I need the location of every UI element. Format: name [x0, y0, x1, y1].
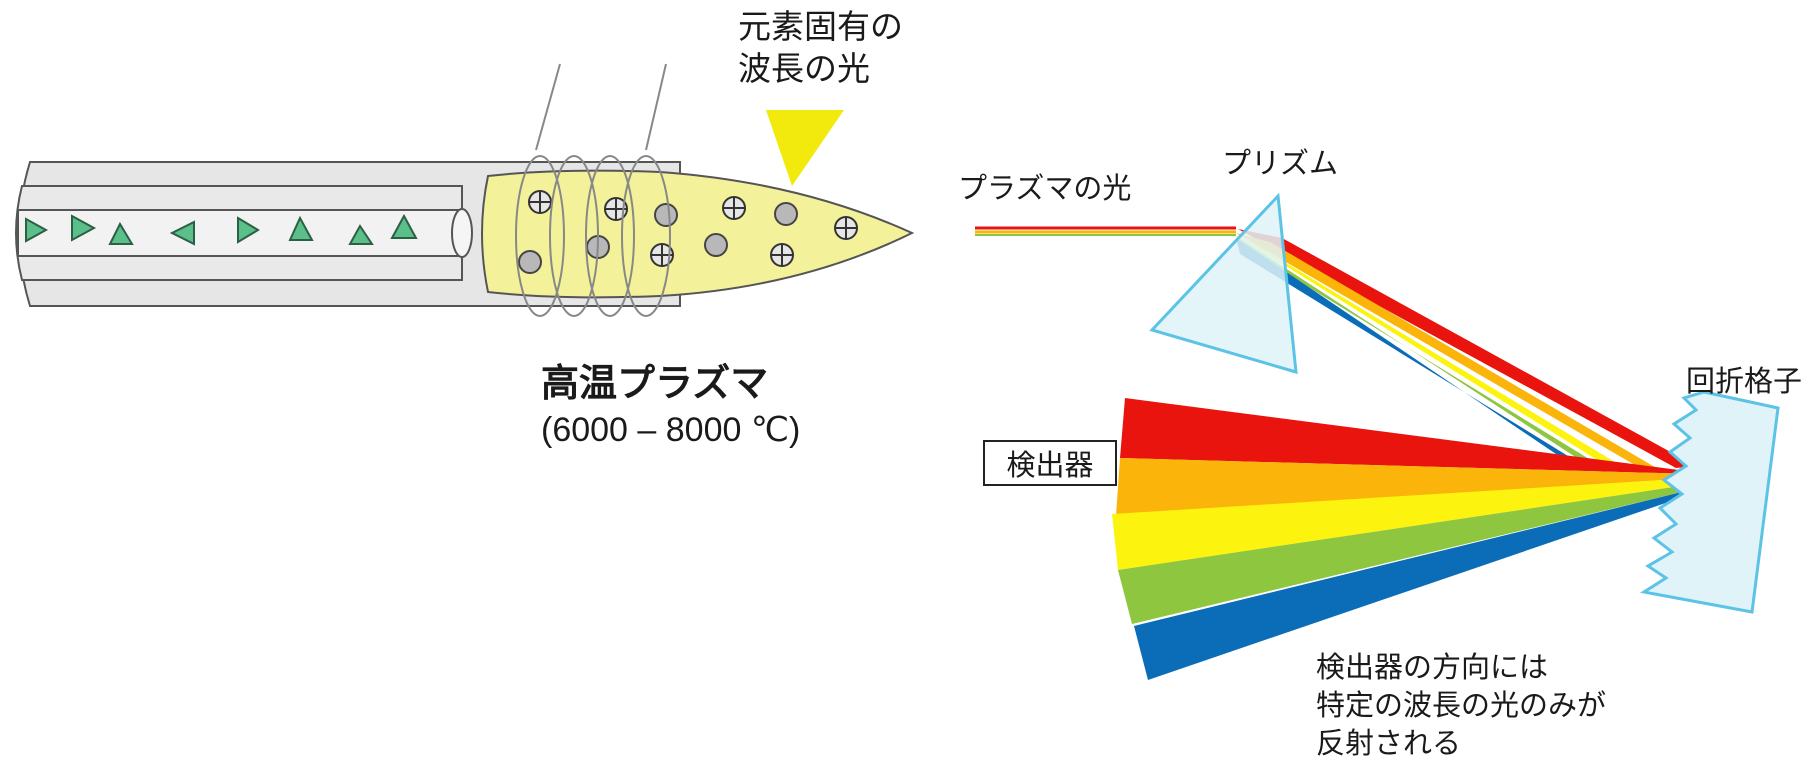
- particle-triangle: [25, 217, 49, 243]
- particle-triangle: [108, 221, 134, 245]
- ion: [770, 243, 794, 267]
- atom: [654, 203, 678, 227]
- emission-cone: [766, 110, 844, 186]
- spectrum-band-blue: [1134, 490, 1690, 680]
- atom: [518, 250, 542, 274]
- spectrometer: [975, 192, 1780, 680]
- plasma-temperature: (6000 – 8000 ℃): [541, 411, 801, 449]
- atom-particles: [518, 202, 798, 274]
- particle-triangle: [288, 215, 314, 241]
- atom: [774, 202, 798, 226]
- ion-particles: [528, 190, 858, 267]
- rf-coil: [515, 63, 671, 317]
- ion: [834, 216, 858, 240]
- injector-tip: [451, 208, 473, 258]
- detector-note: 検出器の方向には 特定の波長の光のみが 反射される: [1316, 650, 1607, 760]
- plasma-title: 高温プラズマ: [541, 361, 769, 405]
- spectrum-band-red: [1120, 398, 1694, 474]
- plasma-light-label: プラズマの光: [958, 171, 1132, 205]
- spectrum-band-yellow: [1112, 478, 1694, 570]
- sample-particles: [25, 213, 418, 246]
- element-light-label: 元素固有の 波長の光: [738, 7, 903, 88]
- particle-triangle: [71, 214, 97, 242]
- ion: [722, 196, 746, 220]
- spectrum-band-green: [1118, 484, 1694, 624]
- prism: [1149, 192, 1298, 375]
- particle-triangle: [348, 224, 374, 245]
- detector-box: 検出器: [983, 440, 1117, 486]
- atom: [704, 233, 728, 257]
- diffraction-grating: [1639, 390, 1780, 614]
- prism-label: プリズム: [1222, 146, 1339, 180]
- particle-triangle: [169, 220, 195, 246]
- particle-triangle: [390, 213, 418, 239]
- dispersed-beams: [1236, 229, 1696, 470]
- spectrum-band-orange: [1116, 458, 1694, 516]
- grating-label: 回折格子: [1686, 364, 1803, 398]
- reflected-spectrum: [1112, 398, 1694, 680]
- plasma-torch: [15, 63, 915, 317]
- plasma-flame: [481, 169, 915, 299]
- particle-triangle: [237, 216, 260, 244]
- ion: [528, 190, 552, 214]
